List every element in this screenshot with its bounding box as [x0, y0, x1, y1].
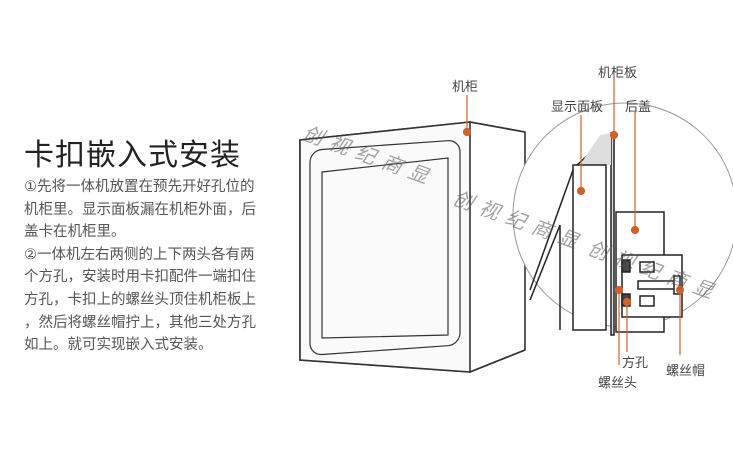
callout-lines	[462, 78, 685, 365]
page-title: 卡扣嵌入式安装	[24, 138, 241, 173]
label-screw-head: 螺丝头	[598, 376, 638, 391]
label-cabinet: 机柜	[452, 80, 479, 95]
label-display-panel: 显示面板	[551, 100, 604, 115]
label-square-hole: 方孔	[622, 356, 649, 371]
monitor-illustration	[299, 121, 526, 373]
instruction-line: ，然后将螺丝帽拧上，其他三处方孔	[24, 314, 256, 331]
instruction-line: ①先将一体机放置在预先开好孔位的	[24, 179, 255, 195]
instruction-line: 如上。就可实现嵌入式安装。	[24, 337, 213, 354]
instruction-line: 方孔，卡扣上的螺丝头顶住机柜板上	[24, 291, 256, 308]
instruction-line: 个方孔，安装时用卡扣配件一端扣住	[24, 269, 256, 286]
instruction-line: 机柜里。显示面板漏在机柜外面，后	[24, 201, 256, 218]
instructions: ①先将一体机放置在预先开好孔位的 机柜里。显示面板漏在机柜外面，后 盖卡在机柜里…	[24, 176, 284, 357]
label-screw-cap: 螺丝帽	[666, 364, 706, 379]
label-cabinet-panel: 机柜板	[598, 66, 638, 81]
label-back-cover: 后盖	[625, 100, 652, 115]
instruction-line: ②一体机左右两侧的上下两头各有两	[24, 246, 255, 263]
instruction-line: 盖卡在机柜里。	[24, 224, 126, 241]
